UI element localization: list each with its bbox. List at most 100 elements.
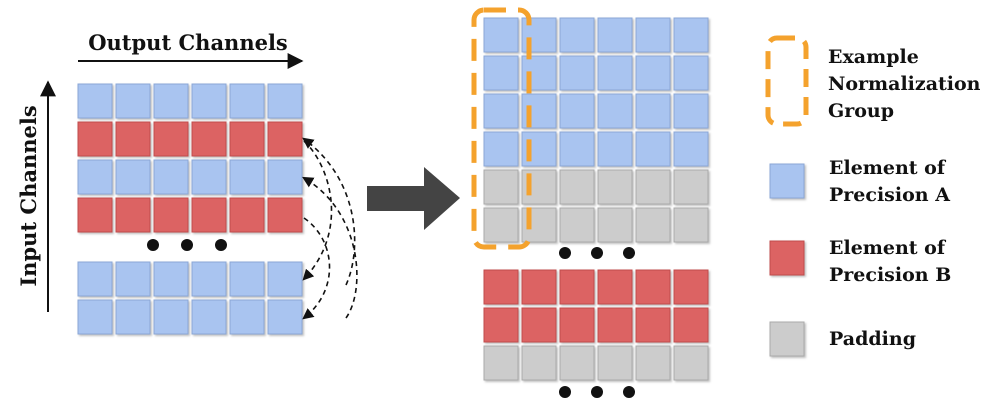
legend-precision-b-label: Element of Precision B [829,235,951,289]
precision-b-cell [191,197,227,233]
precision-a-cell [267,83,303,119]
precision-a-cell [153,299,189,335]
precision-b-cell [597,269,633,305]
padding-cell [483,345,519,381]
precision-a-cell [483,131,519,167]
precision-a-cell [153,261,189,297]
precision-a-cell [191,261,227,297]
precision-a-cell [229,261,265,297]
precision-b-cell [521,269,557,305]
precision-a-cell [559,131,595,167]
padding-cell [673,169,709,205]
padding-cell [597,345,633,381]
matrix-row [77,83,303,119]
padding-cell [635,207,671,243]
matrix-row [483,307,709,343]
padding-cell [673,345,709,381]
legend-group-line3: Group [828,100,895,122]
precision-a-cell [267,299,303,335]
matrix-row [483,269,709,305]
legend-a-line2: Precision A [829,184,950,206]
precision-a-cell [597,93,633,129]
precision-a-cell [153,159,189,195]
legend-group-swatch [765,35,809,127]
precision-b-cell [229,121,265,157]
padding-cell [635,345,671,381]
legend-b-line2: Precision B [829,264,952,286]
precision-b-cell [483,269,519,305]
precision-b-cell [559,307,595,343]
padding-cell [483,207,519,243]
right-ellipsis-top-icon [559,247,635,259]
precision-b-cell [115,197,151,233]
precision-b-cell [483,307,519,343]
precision-a-cell [191,299,227,335]
legend-group-line1: Example [828,46,919,68]
precision-a-cell [483,93,519,129]
input-channels-label: Input Channels [16,105,41,286]
precision-b-cell [267,197,303,233]
precision-a-cell [115,83,151,119]
precision-a-cell [673,93,709,129]
padding-cell [597,207,633,243]
matrix-row [483,55,709,91]
precision-a-cell [635,55,671,91]
precision-b-cell [115,121,151,157]
precision-a-cell [673,131,709,167]
normalization-group-outline [471,7,532,250]
precision-b-cell [191,121,227,157]
legend-padding-line1: Padding [829,328,916,350]
precision-a-cell [229,83,265,119]
precision-a-cell [77,299,113,335]
right-ellipsis-bottom-icon [559,386,635,398]
matrix-row [77,261,303,297]
matrix-row [483,345,709,381]
padding-cell [483,169,519,205]
padding-cell [673,207,709,243]
legend-group-line2: Normalization [828,73,981,95]
legend-padding-swatch [769,321,805,357]
precision-a-cell [229,159,265,195]
precision-a-cell [267,261,303,297]
right-weight-matrix [483,17,709,381]
precision-a-cell [267,159,303,195]
left-ellipsis-icon [147,239,227,251]
padding-cell [521,345,557,381]
precision-a-cell [77,83,113,119]
precision-a-cell [191,159,227,195]
padding-cell [635,169,671,205]
precision-b-cell [559,269,595,305]
precision-b-cell [521,307,557,343]
precision-a-cell [673,55,709,91]
legend-group-label: Example Normalization Group [828,44,980,125]
precision-a-cell [229,299,265,335]
precision-a-cell [115,299,151,335]
precision-a-cell [115,261,151,297]
precision-a-cell [635,131,671,167]
precision-a-cell [191,83,227,119]
precision-a-cell [115,159,151,195]
row-reorder-arrows-icon [302,137,358,320]
legend-precision-b-swatch [769,240,805,276]
matrix-row [483,207,709,243]
precision-a-cell [559,17,595,53]
matrix-row [77,299,303,335]
precision-a-cell [597,17,633,53]
precision-b-cell [77,121,113,157]
precision-a-cell [635,93,671,129]
left-weight-matrix [77,83,303,335]
matrix-row [77,121,303,157]
output-channels-label: Output Channels [88,30,288,55]
matrix-row [77,159,303,195]
precision-b-cell [673,307,709,343]
precision-b-cell [635,307,671,343]
legend-a-line1: Element of [829,157,946,179]
padding-cell [559,345,595,381]
precision-a-cell [77,159,113,195]
precision-b-cell [597,307,633,343]
legend-precision-a-label: Element of Precision A [829,155,950,209]
precision-a-cell [559,55,595,91]
padding-cell [559,207,595,243]
